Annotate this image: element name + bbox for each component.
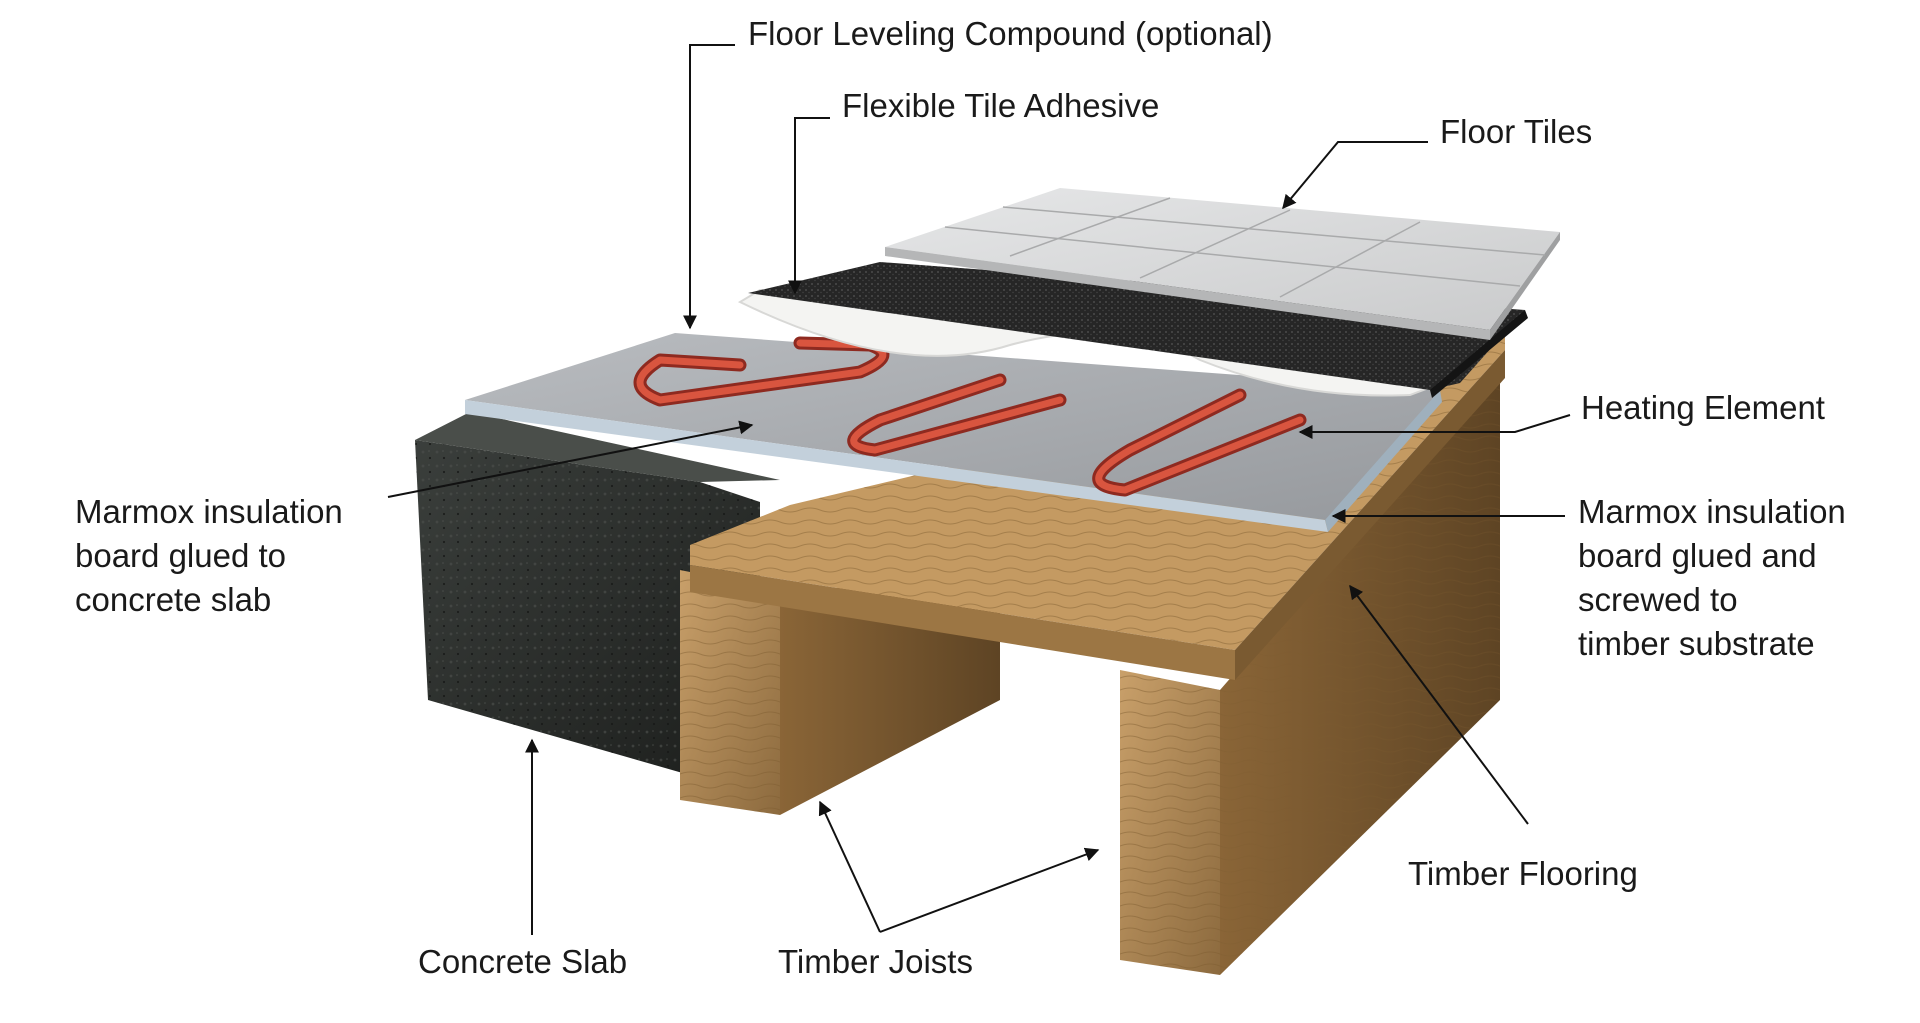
concrete-slab-shape: [415, 412, 780, 778]
timber-structure-shape: [680, 335, 1505, 975]
floor-tiles-shape: [885, 188, 1560, 340]
label-tile-adhesive: Flexible Tile Adhesive: [842, 87, 1160, 124]
leader-joist-left: [818, 800, 881, 933]
label-marmox-right-line-4: timber substrate: [1578, 625, 1815, 662]
label-timber-joists: Timber Joists: [778, 943, 973, 980]
label-marmox-left-line-2: board glued to: [75, 537, 287, 574]
leader-marmox-left: [387, 420, 754, 498]
label-concrete-slab: Concrete Slab: [418, 943, 628, 980]
leader-floor-tiles: [1282, 141, 1428, 210]
tile-adhesive-shape: [748, 262, 1528, 398]
label-marmox-left: Marmox insulation board glued to concret…: [75, 490, 343, 622]
label-floor-tiles: Floor Tiles: [1440, 113, 1593, 150]
label-marmox-right-line-2: board glued and: [1578, 537, 1817, 574]
leader-joist-right: [879, 847, 1100, 933]
leader-heating-element: [1298, 414, 1571, 439]
leader-lines: [387, 44, 1571, 935]
label-marmox-right: Marmox insulation board glued and screwe…: [1578, 490, 1846, 666]
label-marmox-left-line-1: Marmox insulation: [75, 493, 343, 530]
leader-floor-leveling: [683, 44, 735, 330]
label-heating-element: Heating Element: [1581, 389, 1825, 426]
label-marmox-left-line-3: concrete slab: [75, 581, 272, 618]
label-timber-flooring: Timber Flooring: [1408, 855, 1638, 892]
leader-tile-adhesive: [788, 117, 830, 295]
label-floor-leveling: Floor Leveling Compound (optional): [748, 15, 1273, 52]
label-marmox-right-line-3: screwed to: [1578, 581, 1738, 618]
label-marmox-right-line-1: Marmox insulation: [1578, 493, 1846, 530]
leader-timber-flooring: [1349, 584, 1529, 825]
